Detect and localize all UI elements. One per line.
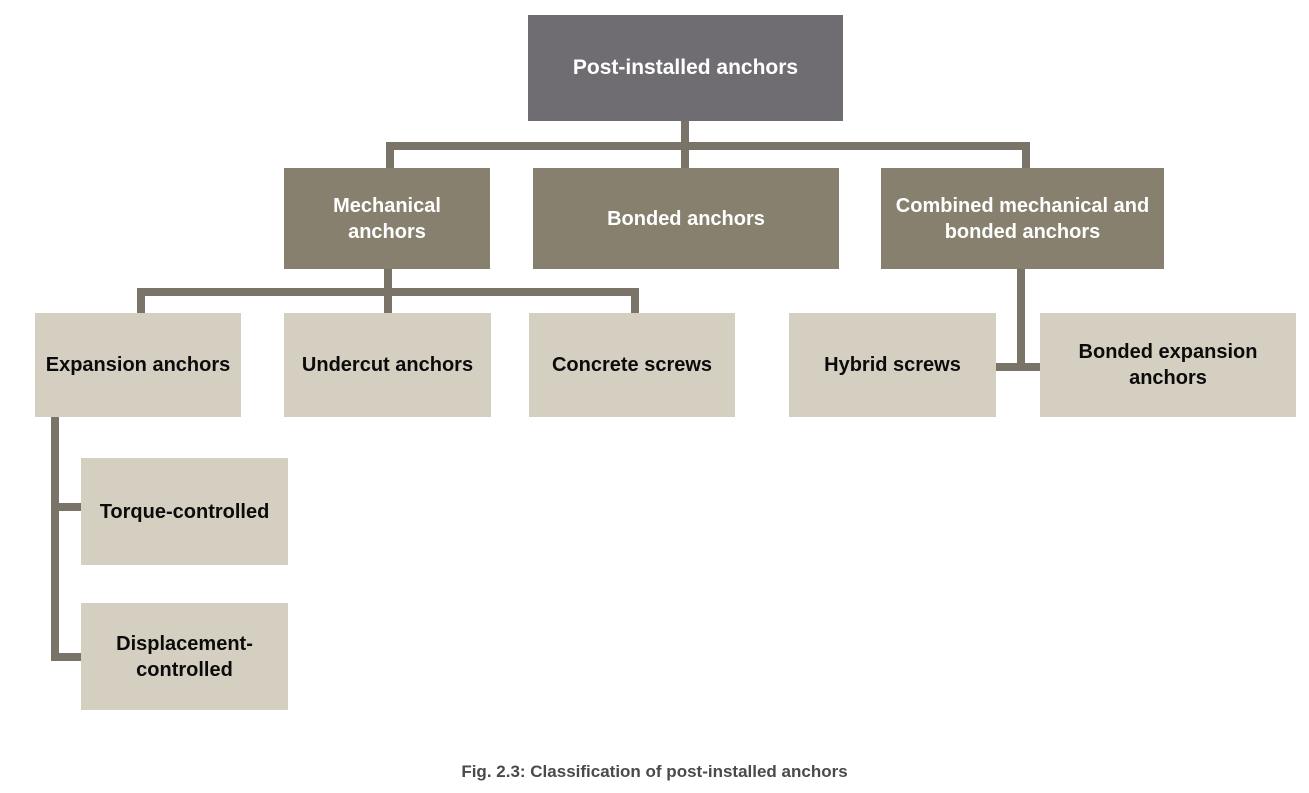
connector-to-undercut-anchors [384, 288, 392, 315]
connector-to-bonded-anchors [681, 142, 689, 170]
connector-to-expansion-anchors [137, 288, 145, 315]
node-torque-controlled[interactable]: Torque-controlled [81, 458, 288, 565]
node-bonded-anchors[interactable]: Bonded anchors [533, 168, 839, 269]
connector-expansion-stem [51, 416, 59, 661]
node-combined-mechanical-and-bonded-anchors[interactable]: Combined mechanical and bonded anchors [881, 168, 1164, 269]
connector-to-hybrid-screws [990, 363, 1021, 371]
connector-to-combined-anchors [1022, 142, 1030, 170]
connector-to-displacement-controlled [51, 653, 88, 661]
node-displacement-controlled[interactable]: Displacement-controlled [81, 603, 288, 710]
connector-to-bonded-expansion-anchors [1017, 363, 1047, 371]
connector-to-torque-controlled [51, 503, 88, 511]
node-post-installed-anchors[interactable]: Post-installed anchors [528, 15, 843, 121]
connector-mechanical-stem [384, 268, 392, 295]
node-expansion-anchors[interactable]: Expansion anchors [35, 313, 241, 417]
node-hybrid-screws[interactable]: Hybrid screws [789, 313, 996, 417]
connector-root-stem [681, 120, 689, 150]
node-undercut-anchors[interactable]: Undercut anchors [284, 313, 491, 417]
connector-combined-stem [1017, 268, 1025, 371]
node-concrete-screws[interactable]: Concrete screws [529, 313, 735, 417]
node-mechanical-anchors[interactable]: Mechanical anchors [284, 168, 490, 269]
figure-caption: Fig. 2.3: Classification of post-install… [461, 762, 848, 781]
connector-to-concrete-screws [631, 288, 639, 315]
node-bonded-expansion-anchors[interactable]: Bonded expansion anchors [1040, 313, 1296, 417]
connector-level-two-bus [386, 142, 1030, 150]
connector-to-mechanical-anchors [386, 142, 394, 170]
